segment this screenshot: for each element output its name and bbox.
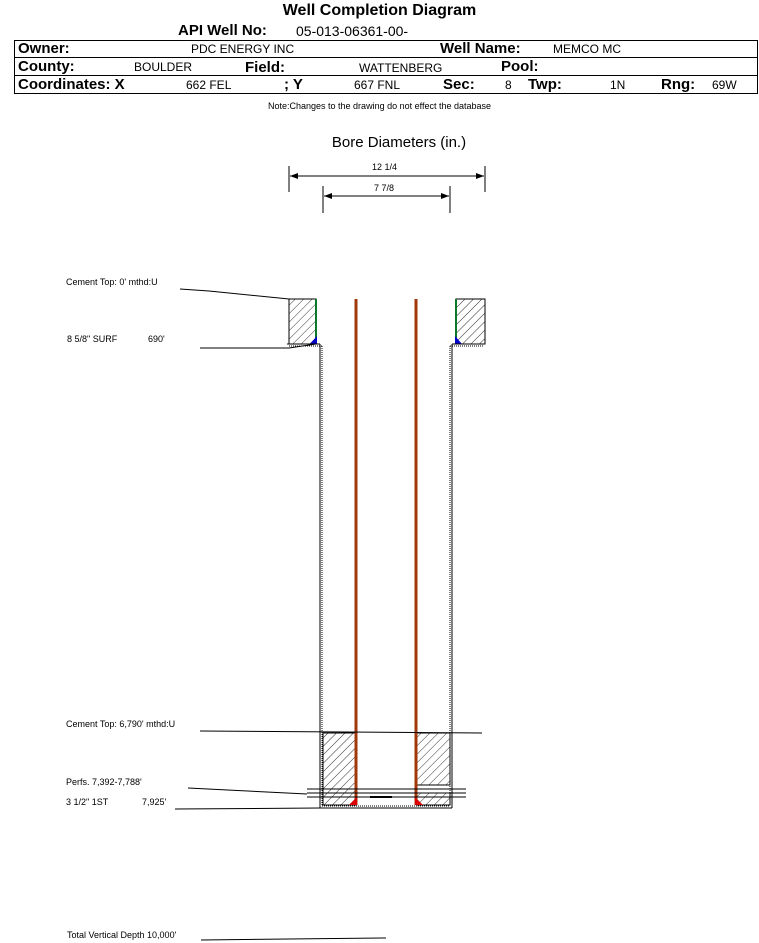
coord-x-value: 662 FEL [186, 78, 232, 92]
coord-y-value: 667 FNL [354, 78, 401, 92]
production-casing-label: 3 1/2" 1ST [66, 797, 109, 807]
surface-casing-label: 8 5/8" SURF [67, 334, 118, 344]
perfs-label: Perfs. 7,392-7,788' [66, 777, 142, 787]
field-value: WATTENBERG [359, 61, 443, 75]
production-shoe-left [349, 797, 357, 805]
header-row-owner [14, 40, 758, 58]
coord-x-label: Coordinates: X [18, 76, 125, 93]
inner-bore-dimension [322, 186, 451, 213]
coord-y-label: ; Y [284, 76, 303, 93]
total-depth-label: Total Vertical Depth 10,000' [67, 930, 177, 940]
county-label: County: [18, 58, 75, 75]
sec-label: Sec: [443, 76, 475, 93]
county-value: BOULDER [134, 60, 193, 74]
outer-bore-dimension [288, 166, 486, 192]
owner-value: PDC ENERGY INC [191, 42, 295, 56]
hole-walls [287, 343, 485, 809]
cement-top-surface-label: Cement Top: 0' mthd:U [66, 277, 158, 287]
diagram-title: Well Completion Diagram [282, 2, 477, 19]
inner-bore-label: 7 7/8 [374, 183, 395, 193]
surface-cement [288, 298, 486, 345]
field-label: Field: [245, 59, 285, 76]
surface-shoe-right [455, 336, 462, 344]
well-name-value: MEMCO MC [553, 42, 621, 56]
surface-casing-depth-label: 690' [148, 334, 165, 344]
perforations [307, 788, 466, 798]
pool-label: Pool: [501, 58, 539, 75]
sec-value: 8 [505, 78, 512, 92]
database-note: Note:Changes to the drawing do not effec… [268, 101, 491, 111]
rng-value: 69W [712, 78, 737, 92]
production-cement [322, 732, 451, 806]
twp-value: 1N [610, 78, 626, 92]
production-casing-depth-label: 7,925' [142, 797, 167, 807]
leader-lines [174, 288, 483, 941]
outer-bore-label: 12 1/4 [372, 162, 398, 172]
surface-shoe-left [310, 336, 317, 344]
cement-top-production-label: Cement Top: 6,790' mthd:U [66, 719, 176, 729]
owner-label: Owner: [18, 40, 70, 57]
bore-diameters-title: Bore Diameters (in.) [331, 134, 467, 151]
api-value: 05-013-06361-00- [296, 23, 409, 39]
production-shoe-right [415, 797, 423, 805]
rng-label: Rng: [661, 76, 696, 93]
api-label: API Well No: [178, 22, 267, 39]
header-row-coordinates [14, 76, 758, 94]
twp-label: Twp: [528, 76, 562, 93]
header-row-county [14, 58, 758, 76]
well-name-label: Well Name: [440, 40, 521, 57]
